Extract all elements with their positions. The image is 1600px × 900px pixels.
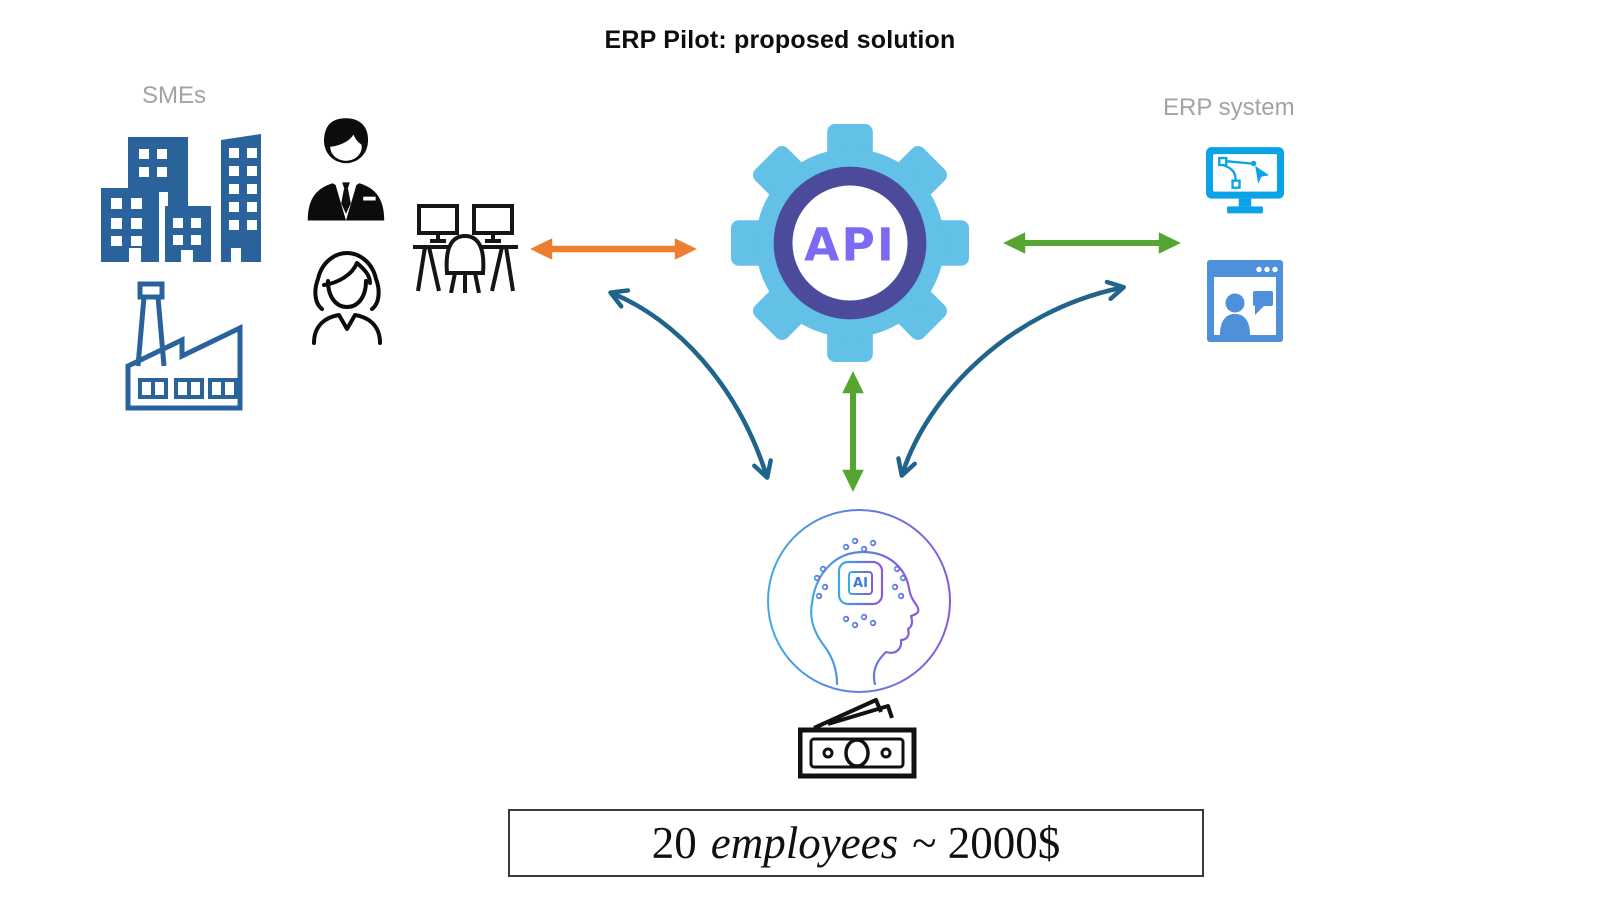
ai-chip-label: AI [853, 576, 868, 591]
arrow-ai-erp-curved [896, 279, 1126, 478]
erp-system-label: ERP system [1163, 94, 1295, 121]
design-monitor-icon [1206, 147, 1284, 214]
money-banknote-icon [798, 698, 917, 779]
businessman-icon [307, 118, 385, 221]
caption-approx: ~ 2000$ [912, 818, 1061, 868]
businesswoman-icon [312, 251, 382, 345]
api-hub-label: API [804, 218, 896, 271]
video-call-window-icon [1207, 260, 1283, 342]
cost-caption-box: 20 employees ~ 2000$ [508, 809, 1204, 877]
factory-icon [125, 281, 243, 411]
page-title: ERP Pilot: proposed solution [604, 26, 956, 54]
workstation-icon [413, 204, 518, 293]
smes-group-label: SMEs [142, 82, 207, 109]
arrow-workstation-ai-curved [608, 288, 773, 480]
caption-unit: employees [710, 818, 899, 868]
office-buildings-icon [101, 134, 261, 262]
caption-count: 20 [651, 818, 697, 868]
ai-head-icon: AI [767, 509, 951, 693]
gear-icon: API [731, 124, 969, 362]
